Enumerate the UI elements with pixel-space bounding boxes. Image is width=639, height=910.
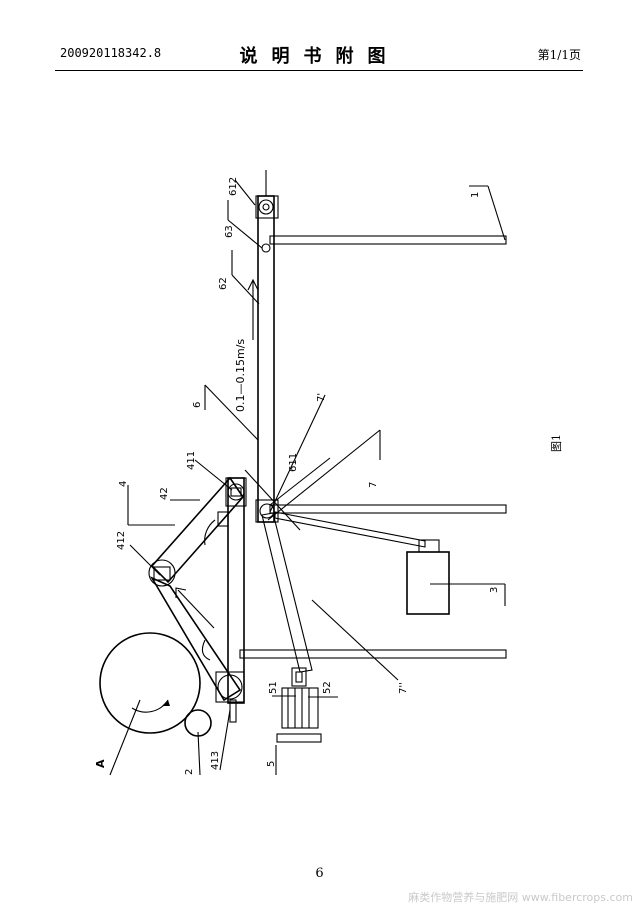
top-box-411 bbox=[225, 477, 247, 507]
motor-box bbox=[406, 551, 450, 615]
label-412: 412 bbox=[116, 531, 127, 550]
leader-A bbox=[109, 699, 141, 776]
drum-413-box bbox=[215, 671, 245, 703]
end-box-612 bbox=[255, 195, 279, 219]
watermark: 麻类作物营养与施肥网 www.fibercrops.com bbox=[408, 891, 633, 904]
label-7-double-prime: 7'' bbox=[398, 682, 409, 694]
rotation-arrowhead bbox=[162, 700, 170, 706]
label-4: 4 bbox=[118, 481, 129, 487]
leader-611 bbox=[269, 457, 331, 506]
leader-612 bbox=[234, 179, 256, 206]
leader-6 bbox=[204, 384, 259, 441]
label-7-prime: 7' bbox=[316, 393, 327, 402]
header-rule bbox=[55, 70, 583, 71]
leader-7-prime bbox=[269, 394, 326, 513]
conveyor-beam-62 bbox=[257, 195, 275, 523]
arm-42 bbox=[148, 476, 245, 702]
line-7-prime bbox=[244, 469, 301, 531]
bracket bbox=[217, 511, 229, 527]
speed-arrow-head bbox=[247, 278, 259, 291]
application-number: 200920118342.8 bbox=[60, 46, 162, 60]
speed-arrow bbox=[247, 278, 259, 340]
page-title: 说明书附图 bbox=[239, 46, 400, 67]
label-A: A bbox=[94, 759, 107, 768]
label-612: 612 bbox=[228, 177, 239, 196]
assembly-base bbox=[276, 733, 322, 743]
pulley-612 bbox=[258, 199, 274, 215]
pulley-412 bbox=[148, 559, 176, 587]
large-disc bbox=[99, 632, 201, 734]
pulley-612-hub bbox=[262, 203, 270, 211]
label-411: 411 bbox=[186, 451, 197, 470]
leader-7-double-prime bbox=[311, 599, 399, 681]
label-42: 42 bbox=[159, 487, 170, 500]
angle-arc bbox=[204, 519, 216, 546]
frame-legs bbox=[239, 235, 507, 659]
label-3: 3 bbox=[489, 587, 500, 593]
label-1: 1 bbox=[470, 192, 481, 198]
drum-413 bbox=[201, 639, 245, 703]
label-7: 7 bbox=[368, 482, 379, 488]
leader-63 bbox=[227, 219, 263, 249]
arm-arrow bbox=[175, 587, 215, 629]
label-62: 62 bbox=[218, 277, 229, 290]
figure-caption: 图1 bbox=[550, 434, 563, 452]
pulley-412-core bbox=[153, 566, 171, 581]
leader-lines bbox=[109, 179, 506, 776]
pulley-411 bbox=[227, 483, 245, 501]
label-5: 5 bbox=[266, 761, 277, 767]
leg-middle bbox=[269, 504, 507, 514]
arm-upper bbox=[150, 476, 245, 584]
leader-411 bbox=[194, 459, 233, 491]
leg-bottom bbox=[239, 649, 507, 659]
leader-2 bbox=[197, 731, 201, 776]
link-7-double-prime bbox=[261, 512, 313, 673]
drum-413-pulley bbox=[217, 674, 243, 700]
label-6: 6 bbox=[192, 402, 203, 408]
assembly-5 bbox=[276, 667, 322, 743]
leader-1 bbox=[487, 185, 506, 241]
end-box-611 bbox=[255, 499, 279, 523]
leader-7 bbox=[267, 429, 381, 521]
assembly-51 bbox=[281, 687, 319, 729]
leader-62 bbox=[231, 274, 260, 305]
arm-arrow-head bbox=[175, 587, 187, 598]
label-52: 52 bbox=[322, 681, 333, 694]
pulley-611 bbox=[259, 503, 275, 519]
labels: 1 2 3 4 5 6 7 7' 7'' 42 51 52 62 63 411 … bbox=[94, 177, 563, 775]
arm-lower bbox=[150, 576, 242, 702]
cushion-arc bbox=[201, 639, 211, 661]
leader-412 bbox=[129, 544, 161, 576]
upper-conveyor bbox=[255, 170, 279, 523]
speed-label: 0.1—0.15m/s bbox=[234, 339, 247, 412]
label-611: 611 bbox=[288, 453, 299, 472]
label-2: 2 bbox=[184, 769, 195, 775]
assembly-52 bbox=[291, 667, 307, 687]
box-3 bbox=[274, 511, 450, 615]
arm-arrow-shaft bbox=[177, 589, 215, 629]
roller-63 bbox=[261, 243, 271, 253]
page-indicator: 第1/1页 bbox=[537, 48, 581, 62]
assembly-52-core bbox=[295, 671, 303, 683]
link-7 bbox=[274, 511, 426, 548]
label-51: 51 bbox=[268, 681, 279, 694]
label-413: 413 bbox=[210, 751, 221, 770]
leader-413 bbox=[219, 709, 231, 771]
label-63: 63 bbox=[224, 225, 235, 238]
leg-top bbox=[269, 235, 507, 245]
page-number: 6 bbox=[315, 866, 324, 881]
